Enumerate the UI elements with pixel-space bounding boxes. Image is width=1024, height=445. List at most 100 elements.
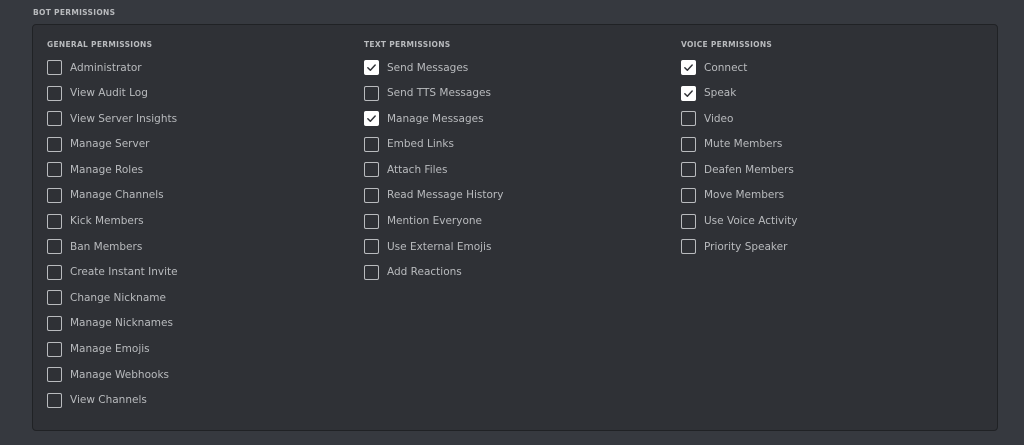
permission-label: Manage Emojis — [70, 343, 150, 356]
permission-use-voice-activity[interactable]: Use Voice Activity — [681, 213, 798, 230]
permission-label: Change Nickname — [70, 291, 166, 304]
permission-priority-speaker[interactable]: Priority Speaker — [681, 238, 798, 255]
permission-checkbox[interactable] — [47, 187, 62, 203]
permission-label: Mention Everyone — [387, 215, 483, 228]
permission-checkbox[interactable] — [681, 111, 696, 127]
permission-checkbox[interactable] — [364, 239, 379, 255]
permission-mute-members[interactable]: Mute Members — [681, 136, 798, 153]
permission-checkbox[interactable] — [681, 85, 696, 101]
permission-label: Embed Links — [387, 138, 454, 151]
permission-checkbox[interactable] — [47, 341, 62, 357]
permission-label: Manage Webhooks — [70, 368, 169, 381]
permission-deafen-members[interactable]: Deafen Members — [681, 161, 798, 178]
permission-manage-channels[interactable]: Manage Channels — [47, 187, 178, 204]
permission-label: Administrator — [70, 61, 142, 74]
permission-view-channels[interactable]: View Channels — [47, 392, 178, 409]
permission-label: Video — [704, 112, 734, 125]
permission-move-members[interactable]: Move Members — [681, 187, 798, 204]
permission-label: View Server Insights — [70, 112, 178, 125]
permission-administrator[interactable]: Administrator — [47, 59, 178, 76]
permission-checkbox[interactable] — [364, 60, 379, 75]
permission-checkbox[interactable] — [47, 392, 62, 408]
permission-speak[interactable]: Speak — [681, 85, 798, 102]
permission-checkbox[interactable] — [681, 136, 696, 152]
permission-checkbox[interactable] — [681, 213, 696, 229]
permission-manage-nicknames[interactable]: Manage Nicknames — [47, 315, 178, 332]
permission-mention-everyone[interactable]: Mention Everyone — [364, 213, 503, 230]
permission-label: Speak — [704, 87, 737, 100]
permission-label: Use Voice Activity — [704, 215, 798, 228]
permission-checkbox[interactable] — [47, 111, 62, 127]
permission-checkbox[interactable] — [47, 60, 62, 75]
permission-checkbox[interactable] — [47, 85, 62, 101]
permission-label: Create Instant Invite — [70, 266, 178, 279]
permission-checkbox[interactable] — [681, 187, 696, 203]
general-permissions-header: GENERAL PERMISSIONS — [47, 40, 153, 49]
permission-label: Priority Speaker — [704, 240, 788, 253]
permission-checkbox[interactable] — [681, 162, 696, 178]
permission-checkbox[interactable] — [47, 315, 62, 331]
permission-label: View Channels — [70, 394, 147, 407]
permission-checkbox[interactable] — [47, 162, 62, 178]
permission-manage-emojis[interactable]: Manage Emojis — [47, 341, 178, 358]
permission-read-message-history[interactable]: Read Message History — [364, 187, 503, 204]
permission-checkbox[interactable] — [364, 213, 379, 229]
permission-attach-files[interactable]: Attach Files — [364, 161, 503, 178]
permission-checkbox[interactable] — [47, 213, 62, 229]
permission-checkbox[interactable] — [364, 264, 379, 280]
permission-manage-webhooks[interactable]: Manage Webhooks — [47, 366, 178, 383]
permission-embed-links[interactable]: Embed Links — [364, 136, 503, 153]
permission-label: View Audit Log — [70, 87, 148, 100]
permission-create-instant-invite[interactable]: Create Instant Invite — [47, 264, 178, 281]
permission-checkbox[interactable] — [47, 290, 62, 306]
permission-video[interactable]: Video — [681, 110, 798, 127]
permission-checkbox[interactable] — [364, 162, 379, 178]
permission-kick-members[interactable]: Kick Members — [47, 213, 178, 230]
permission-manage-roles[interactable]: Manage Roles — [47, 161, 178, 178]
permission-label: Send Messages — [387, 61, 469, 74]
permission-checkbox[interactable] — [47, 367, 62, 383]
permission-label: Manage Server — [70, 138, 150, 151]
permission-label: Attach Files — [387, 163, 448, 176]
permission-checkbox[interactable] — [364, 111, 379, 127]
permission-label: Use External Emojis — [387, 240, 492, 253]
permission-view-server-insights[interactable]: View Server Insights — [47, 110, 178, 127]
permission-label: Manage Channels — [70, 189, 164, 202]
permission-label: Add Reactions — [387, 266, 462, 279]
permission-change-nickname[interactable]: Change Nickname — [47, 289, 178, 306]
permission-use-external-emojis[interactable]: Use External Emojis — [364, 238, 503, 255]
permission-connect[interactable]: Connect — [681, 59, 798, 76]
permission-checkbox[interactable] — [47, 239, 62, 255]
permission-manage-messages[interactable]: Manage Messages — [364, 110, 503, 127]
voice-permissions-header: VOICE PERMISSIONS — [681, 40, 773, 49]
checkmark-icon — [684, 64, 693, 71]
permission-checkbox[interactable] — [47, 264, 62, 280]
permission-checkbox[interactable] — [364, 187, 379, 203]
permission-send-tts-messages[interactable]: Send TTS Messages — [364, 85, 503, 102]
permission-view-audit-log[interactable]: View Audit Log — [47, 85, 178, 102]
permission-label: Send TTS Messages — [387, 87, 491, 100]
section-title: BOT PERMISSIONS — [33, 8, 116, 17]
permission-checkbox[interactable] — [47, 136, 62, 152]
checkmark-icon — [684, 89, 693, 97]
permission-label: Connect — [704, 61, 748, 74]
permission-label: Move Members — [704, 189, 785, 202]
permission-label: Manage Nicknames — [70, 317, 173, 330]
permission-checkbox[interactable] — [681, 60, 696, 75]
permission-add-reactions[interactable]: Add Reactions — [364, 264, 503, 281]
permission-ban-members[interactable]: Ban Members — [47, 238, 178, 255]
permission-checkbox[interactable] — [681, 239, 696, 255]
permission-checkbox[interactable] — [364, 136, 379, 152]
permission-label: Kick Members — [70, 215, 144, 228]
text-permissions-header: TEXT PERMISSIONS — [364, 40, 451, 49]
permission-send-messages[interactable]: Send Messages — [364, 59, 503, 76]
permission-label: Read Message History — [387, 189, 504, 202]
permission-manage-server[interactable]: Manage Server — [47, 136, 178, 153]
permission-checkbox[interactable] — [364, 85, 379, 101]
